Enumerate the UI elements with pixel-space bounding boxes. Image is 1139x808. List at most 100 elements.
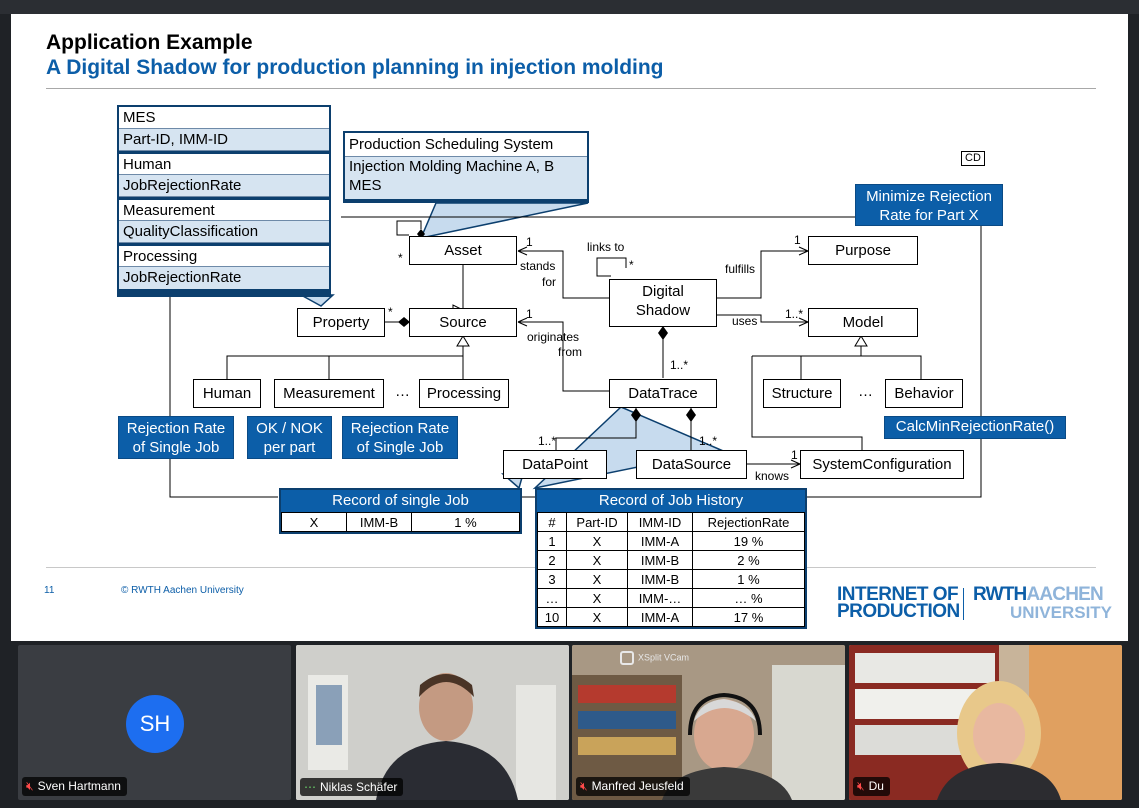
table-cell: 19 % <box>692 531 805 551</box>
table-cell: IMM-B <box>627 569 693 589</box>
mult-datasource: 1..* <box>699 434 718 448</box>
table-row: … X IMM-… … % <box>537 588 805 608</box>
note-line: of Single Job <box>132 439 220 456</box>
rwth-logo-university: UNIVERSITY <box>1010 603 1113 622</box>
participant-name-tag: 🔇︎Du <box>853 777 890 796</box>
slide-title: Application Example <box>46 31 253 54</box>
table-cell: IMM-A <box>627 531 693 551</box>
note-line: of Single Job <box>356 439 444 456</box>
participant-tile-du[interactable]: 🔇︎Du <box>849 645 1122 800</box>
stack-row: JobRejectionRate <box>119 175 329 197</box>
shared-slide: Application Example A Digital Shadow for… <box>11 14 1128 641</box>
participant-name-tag: ⋯ Niklas Schäfer <box>300 778 404 796</box>
note-rejection-processing: Rejection Rate of Single Job <box>342 416 458 459</box>
table-row: 2 X IMM-B 2 % <box>537 550 805 570</box>
table-cell: … <box>537 588 567 608</box>
table-row: X IMM-B 1 % <box>281 512 520 532</box>
pss-note: Production Scheduling System Injection M… <box>343 131 589 203</box>
mult-asset-self: * <box>398 251 403 265</box>
table-cell: X <box>566 588 628 608</box>
record-history-table: # Part-ID IMM-ID RejectionRate 1 X IMM-A… <box>537 512 805 627</box>
mes-data-stack: MES Part-ID, IMM-ID Human JobRejectionRa… <box>117 105 331 297</box>
table-cell: IMM-… <box>627 588 693 608</box>
participant-tile-manfred[interactable]: XSplit VCam 🔇︎Manfred Jeusfeld <box>572 645 845 800</box>
table-cell: 17 % <box>692 607 805 627</box>
logo-rwth-part: RWTH <box>973 584 1027 605</box>
note-line: Rejection Rate <box>350 420 450 437</box>
table-cell: X <box>566 550 628 570</box>
speaking-indicator-icon: ⋯ <box>304 780 316 794</box>
note-line: Minimize Rejection <box>866 188 992 205</box>
class-behavior: Behavior <box>885 379 963 408</box>
note-line: OK / NOK <box>256 420 323 437</box>
note-calc-min-rejection: CalcMinRejectionRate() <box>884 416 1066 439</box>
table-row: 3 X IMM-B 1 % <box>537 569 805 589</box>
table-row: 10 X IMM-A 17 % <box>537 607 805 627</box>
pss-line1: Injection Molding Machine A, B <box>345 157 587 177</box>
label-knows: knows <box>755 469 790 483</box>
logo-separator <box>963 588 964 620</box>
label-uses: uses <box>732 314 758 328</box>
participant-name: Niklas Schäfer <box>320 780 398 794</box>
participant-tile-niklas[interactable]: ⋯ Niklas Schäfer <box>296 645 569 800</box>
window-top-bar <box>0 0 1139 14</box>
table-cell: X <box>566 607 628 627</box>
mult-model: 1..* <box>785 307 804 321</box>
label-stands: stands <box>520 259 556 273</box>
participant-tile-sven[interactable]: SH 🔇︎Sven Hartmann <box>18 645 291 800</box>
copyright: © RWTH Aachen University <box>121 585 244 596</box>
participant-strip: SH 🔇︎Sven Hartmann ⋯Niklas Schäfer X <box>0 641 1139 808</box>
table-cell: X <box>566 569 628 589</box>
table-cell: 1 % <box>411 512 520 532</box>
video-feed-niklas <box>296 645 569 800</box>
pss-line2: MES <box>345 177 587 199</box>
vcam-label: XSplit VCam <box>638 652 690 663</box>
class-structure: Structure <box>763 379 841 408</box>
label-from: from <box>558 345 582 359</box>
stack-row: Human <box>119 151 329 175</box>
table-cell: 3 <box>537 569 567 589</box>
note-minimize-rejection: Minimize Rejection Rate for Part X <box>855 184 1003 226</box>
mic-muted-icon: 🔇︎ <box>857 779 865 793</box>
note-line: Rate for Part X <box>879 207 979 224</box>
class-datapoint: DataPoint <box>503 450 607 479</box>
mult-datatrace: 1..* <box>670 358 689 372</box>
digital-shadow-line1: Digital <box>642 283 684 300</box>
table-cell: 1 <box>537 531 567 551</box>
logo-line: PRODUCTION <box>837 601 960 622</box>
table-cell: … % <box>692 588 805 608</box>
mult-ds-self: * <box>629 258 634 272</box>
record-job-history: Record of Job History # Part-ID IMM-ID R… <box>535 488 807 629</box>
participant-name: Du <box>868 779 884 793</box>
stack-row: Measurement <box>119 197 329 221</box>
class-property: Property <box>297 308 385 337</box>
mult-property: * <box>388 305 393 319</box>
stack-row: MES <box>119 107 329 129</box>
stack-row: JobRejectionRate <box>119 267 329 289</box>
mic-muted-icon: 🔇︎ <box>580 779 588 793</box>
note-ok-nok: OK / NOK per part <box>247 416 332 459</box>
rwth-logo: RWTHAACHEN <box>973 584 1104 605</box>
video-feed-manfred <box>572 645 845 800</box>
video-feed-du <box>849 645 1122 800</box>
internet-of-production-logo: INTERNET OF PRODUCTION <box>837 584 960 622</box>
label-for: for <box>542 275 557 289</box>
avatar: SH <box>126 695 184 753</box>
logo-aachen-part: AACHEN <box>1026 584 1103 605</box>
class-purpose: Purpose <box>808 236 918 265</box>
column-header: Part-ID <box>566 512 628 532</box>
column-header: # <box>537 512 567 532</box>
note-rejection-human: Rejection Rate of Single Job <box>118 416 234 459</box>
class-model: Model <box>808 308 918 337</box>
label-fulfills: fulfills <box>725 262 756 276</box>
title-divider <box>46 88 1096 89</box>
participant-name-tag: 🔇︎Sven Hartmann <box>22 777 127 796</box>
note-line: Rejection Rate <box>126 420 226 437</box>
digital-shadow-line2: Shadow <box>635 302 691 319</box>
logo-line: INTERNET OF <box>837 584 959 605</box>
stack-row: QualityClassification <box>119 221 329 243</box>
stack-row: Part-ID, IMM-ID <box>119 129 329 151</box>
table-row: 1 X IMM-A 19 % <box>537 531 805 551</box>
label-links-to: links to <box>587 240 625 254</box>
record-history-title: Record of Job History <box>598 492 744 509</box>
